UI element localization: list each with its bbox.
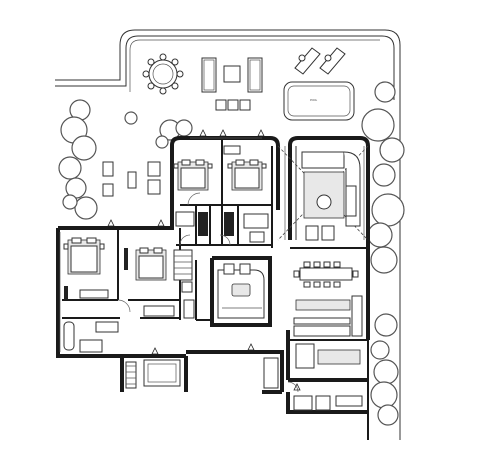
living-room (277, 145, 369, 241)
bedroom-wing-closets (175, 211, 269, 246)
svg-text:POOL: POOL (310, 98, 318, 102)
bedroom-4 (117, 247, 167, 313)
exterior-walls (56, 136, 370, 440)
garage (125, 357, 279, 389)
terrace-boundary (55, 29, 401, 440)
bedroom-2 (223, 145, 267, 191)
bathrooms-left (63, 263, 195, 353)
outdoor-lounge (201, 57, 263, 111)
outdoor-dining-table (142, 53, 184, 95)
kitchen (293, 295, 363, 369)
family-room (217, 263, 265, 319)
bedroom-1 (173, 159, 213, 206)
pool: POOL (283, 81, 355, 121)
bedroom-3 (63, 237, 109, 300)
trees-right (361, 81, 405, 426)
planter (124, 111, 138, 125)
service-area (287, 381, 363, 411)
sun-loungers (294, 47, 346, 75)
trees-left (58, 99, 193, 220)
section-markers (107, 129, 301, 391)
stair-core (173, 249, 193, 281)
dining-table (293, 261, 359, 288)
terrace-lounge-set (102, 161, 161, 197)
glazing (59, 137, 365, 352)
